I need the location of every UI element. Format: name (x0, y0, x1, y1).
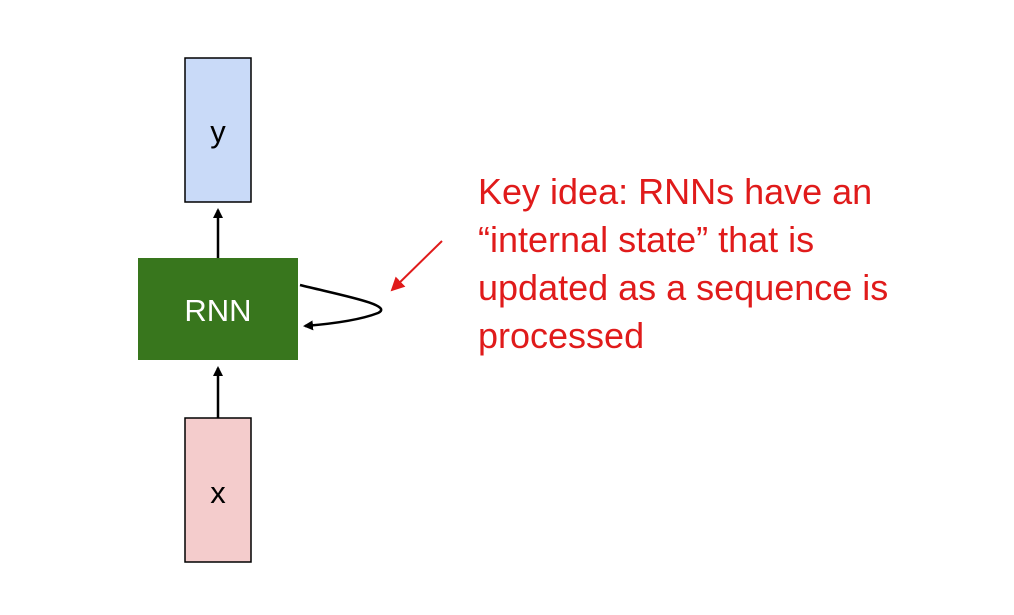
annotation-text: Key idea: RNNs have an “internal state” … (478, 168, 998, 360)
output-node-label: y (210, 114, 226, 149)
output-node: y (184, 57, 252, 203)
input-node-label: x (210, 475, 226, 510)
rnn-node-label: RNN (184, 293, 251, 328)
rnn-node: RNN (138, 258, 298, 360)
annotation-line: “internal state” that is (478, 219, 815, 260)
rnn-node-box (138, 258, 298, 360)
output-node-box (184, 57, 252, 203)
annotation-line: Key idea: RNNs have an (478, 171, 873, 212)
annotation-pointer-arrow (390, 240, 443, 292)
annotation-line: processed (478, 315, 645, 356)
recurrent-loop-arrow (299, 283, 383, 331)
input-node: x (184, 417, 252, 563)
annotation-line: updated as a sequence is (478, 267, 889, 308)
input-node-box (184, 417, 252, 563)
